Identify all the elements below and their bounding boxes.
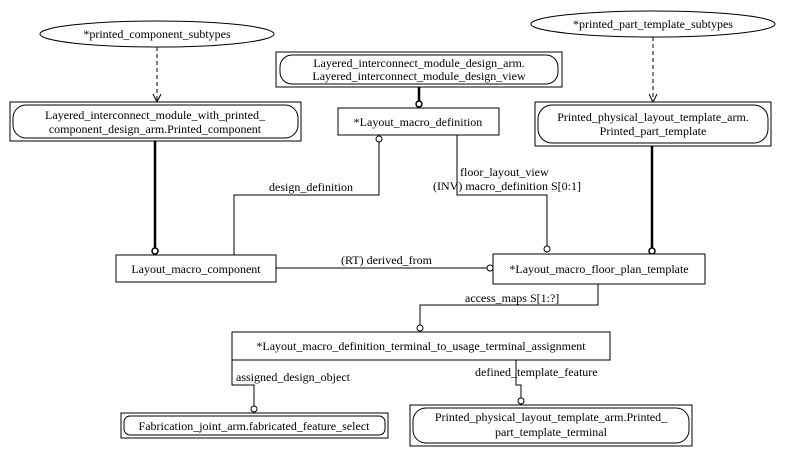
edge-label-access-maps: access_maps S[1:?]: [465, 291, 559, 305]
edge-end-derived-from: [486, 264, 494, 272]
edge-label-derived-from: (RT) derived_from: [341, 253, 433, 267]
edge-end-access-maps: [416, 324, 424, 332]
node-lim-design-view: Layered_interconnect_module_design_arm. …: [275, 51, 563, 88]
node-inner-rounded: [279, 54, 559, 85]
supertype-end-component: [151, 247, 159, 255]
node-label-line1: Layered_interconnect_module_with_printed…: [45, 108, 266, 122]
node-box: [115, 254, 277, 283]
node-label-line2: part_template_terminal: [495, 425, 608, 439]
node-label-line2: Layered_interconnect_module_design_view: [312, 69, 526, 83]
node-label-line1: Printed_physical_layout_template_arm.Pri…: [435, 410, 668, 424]
node-box: [337, 107, 500, 136]
node-box: [231, 331, 611, 361]
edge-label-design-definition: design_definition: [269, 180, 353, 194]
edge-label-floor-layout-view: floor_layout_view: [460, 165, 549, 179]
edge-floor-layout-view: [456, 134, 548, 246]
edge-defined-template-feature: [515, 360, 522, 398]
subtype-ellipse: [530, 10, 776, 38]
node-inner-rounded: [537, 104, 769, 144]
subtype-ellipse: [39, 20, 275, 48]
node-layout-macro-floor-plan-template: *Layout_macro_floor_plan_template: [492, 253, 706, 285]
node-inner-rounded: [12, 104, 299, 139]
edge-access-maps: [419, 284, 599, 325]
node-layout-macro-component: Layout_macro_component: [115, 254, 277, 283]
node-label-line2: component_design_arm.Printed_component: [49, 122, 262, 136]
node-label-line2: Printed_part_template: [600, 124, 707, 138]
node-inner-rounded: [412, 407, 690, 444]
edge-end-defined-template-feature: [517, 397, 525, 405]
supertype-end-design-view: [415, 100, 423, 108]
edge-label-assigned-design-object: assigned_design_object: [236, 370, 351, 384]
node-label: *Layout_macro_definition: [354, 115, 483, 129]
supertype-end-part-template: [648, 247, 656, 255]
node-label: Fabrication_joint_arm.fabricated_feature…: [139, 419, 371, 433]
node-fabricated-feature-select: Fabrication_joint_arm.fabricated_feature…: [120, 412, 389, 439]
node-printed-component-subtypes: *printed_component_subtypes: [39, 20, 275, 48]
edge-design-definition: [233, 142, 380, 256]
node-inner-rounded: [123, 415, 386, 436]
edge-assigned-design-object: [231, 360, 255, 406]
node-label: Layout_macro_component: [131, 262, 261, 276]
node-label: *printed_component_subtypes: [83, 27, 231, 41]
edge-label-defined-template-feature: defined_template_feature: [475, 365, 598, 379]
node-printed-part-template: Printed_physical_layout_template_arm. Pr…: [534, 101, 772, 147]
node-part-template-terminal: Printed_physical_layout_template_arm.Pri…: [409, 404, 693, 447]
edge-label-macro-definition-inv: (INV) macro_definition S[0:1]: [433, 179, 581, 193]
node-label: *Layout_macro_definition_terminal_to_usa…: [256, 339, 586, 353]
node-lim-printed-component: Layered_interconnect_module_with_printed…: [9, 101, 302, 142]
edge-end-design-definition: [375, 135, 383, 143]
node-label: *Layout_macro_floor_plan_template: [509, 262, 688, 276]
node-label-line1: Layered_interconnect_module_design_arm.: [313, 56, 525, 70]
node-terminal-assignment: *Layout_macro_definition_terminal_to_usa…: [231, 331, 611, 361]
node-printed-part-template-subtypes: *printed_part_template_subtypes: [530, 10, 776, 38]
node-label: *printed_part_template_subtypes: [573, 17, 733, 31]
edge-end-assigned-design-object: [250, 405, 258, 413]
node-box: [492, 253, 706, 285]
node-label-line1: Printed_physical_layout_template_arm.: [557, 110, 749, 124]
node-layout-macro-definition: *Layout_macro_definition: [337, 107, 500, 136]
edge-end-floor-layout-view: [543, 245, 551, 253]
